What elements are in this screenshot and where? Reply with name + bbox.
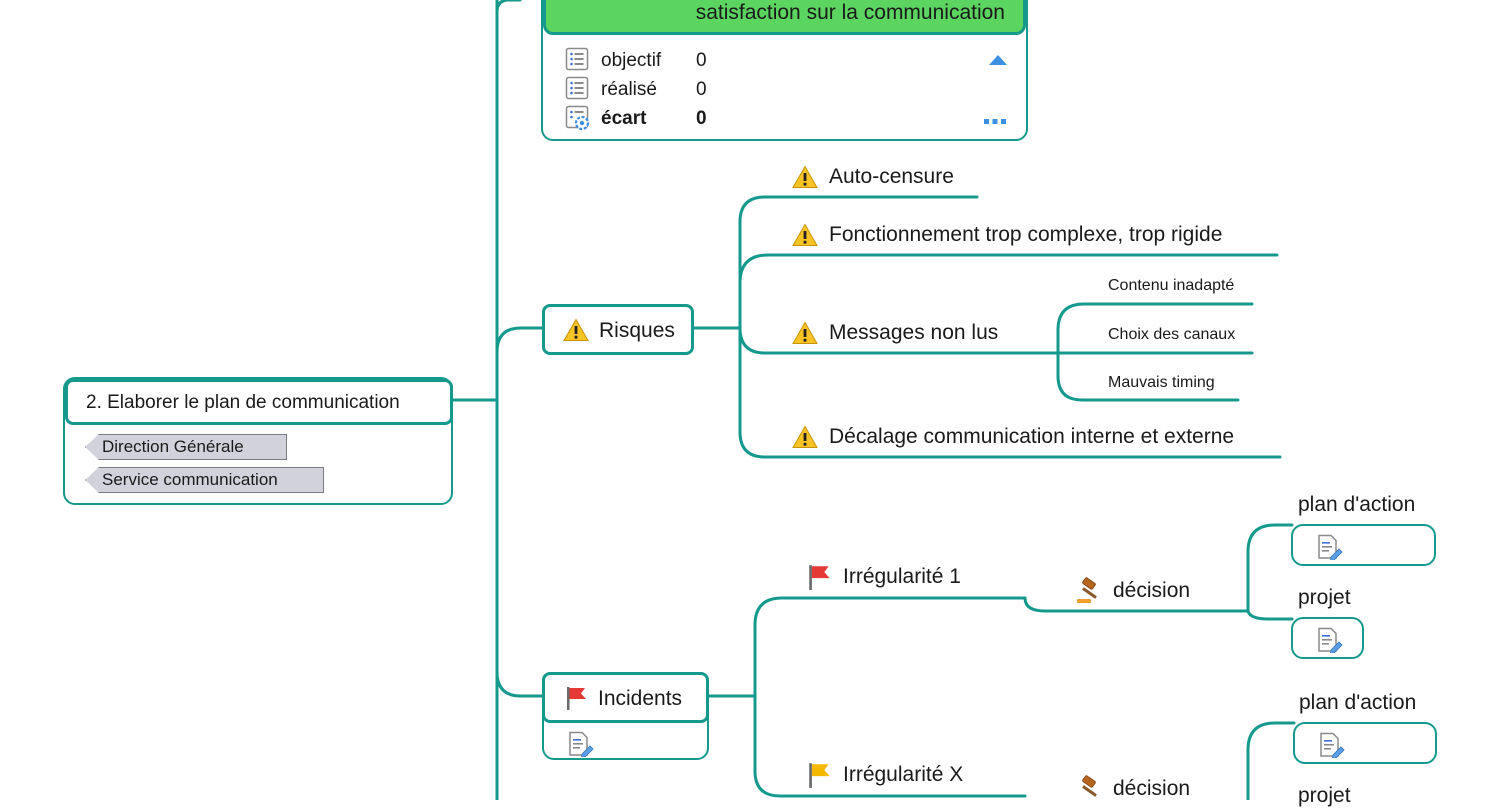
metric-value-realise: 0 <box>696 79 707 100</box>
outcome-1-plan-label: plan d'action <box>1298 493 1416 516</box>
outcome-x-plan-label: plan d'action <box>1299 691 1417 714</box>
satisfaction-header[interactable]: satisfaction sur la communication <box>543 0 1026 35</box>
metric-label-ecart: écart <box>601 108 647 129</box>
outcome-1-plan-card[interactable] <box>1291 524 1436 566</box>
central-panel[interactable]: 2. Elaborer le plan de communication Dir… <box>63 377 453 505</box>
satisfaction-title: satisfaction sur la communication <box>695 1 1005 24</box>
list-icon <box>565 47 589 71</box>
incident-item-irregularite-x[interactable]: Irrégularité X <box>843 763 964 786</box>
outcome-1-projet-card[interactable] <box>1291 617 1364 659</box>
risques-topic[interactable]: Risques <box>542 304 694 355</box>
central-title: 2. Elaborer le plan de communication <box>86 392 400 413</box>
metric-value-objectif: 0 <box>696 50 707 71</box>
warning-icon <box>792 165 818 188</box>
incident-item-irregularite-1[interactable]: Irrégularité 1 <box>843 565 961 588</box>
note-icon <box>569 731 594 757</box>
outcome-x-plan-card[interactable] <box>1293 722 1437 764</box>
sub-item-choix-des-canaux[interactable]: Choix des canaux <box>1108 326 1236 343</box>
incidents-topic[interactable]: Incidents <box>542 672 709 723</box>
metric-label-realise: réalisé <box>601 79 657 100</box>
risk-item-auto-censure[interactable]: Auto-censure <box>829 165 954 188</box>
gavel-icon <box>1077 577 1097 603</box>
outcome-1-projet-label: projet <box>1298 586 1351 609</box>
risk-item-decalage[interactable]: Décalage communication interne et extern… <box>829 425 1235 448</box>
gavel-icon <box>1082 775 1097 797</box>
decision-1-label[interactable]: décision <box>1113 579 1191 602</box>
risk-item-messages-non-lus[interactable]: Messages non lus <box>829 321 999 344</box>
warning-icon <box>792 425 818 448</box>
sub-item-contenu-inadapte[interactable]: Contenu inadapté <box>1108 277 1235 294</box>
triangle-up-icon[interactable] <box>988 54 1008 66</box>
note-icon <box>1320 732 1345 758</box>
warning-icon <box>792 223 818 246</box>
note-icon <box>1318 534 1343 560</box>
red-flag-icon <box>809 565 830 590</box>
red-flag-icon <box>567 687 586 710</box>
metric-label-objectif: objectif <box>601 50 662 71</box>
satisfaction-panel[interactable]: satisfaction sur la communication object… <box>541 0 1028 141</box>
risques-label: Risques <box>599 319 675 342</box>
list-icon <box>565 76 589 100</box>
decision-x-label[interactable]: décision <box>1113 777 1191 800</box>
more-icon[interactable] <box>983 118 1007 126</box>
incidents-label: Incidents <box>598 687 683 710</box>
warning-icon <box>792 321 818 344</box>
metric-value-ecart: 0 <box>696 108 707 129</box>
central-topic[interactable]: 2. Elaborer le plan de communication <box>65 379 453 425</box>
sub-item-mauvais-timing[interactable]: Mauvais timing <box>1108 374 1215 391</box>
outcome-x-projet-label: projet <box>1298 784 1351 807</box>
tag-service-communication[interactable]: Service communication <box>85 467 324 493</box>
warning-icon <box>563 318 589 341</box>
risk-item-fonctionnement[interactable]: Fonctionnement trop complexe, trop rigid… <box>829 223 1223 246</box>
note-icon <box>1318 627 1343 653</box>
tag-direction-generale[interactable]: Direction Générale <box>85 434 287 460</box>
yellow-flag-icon <box>809 763 830 788</box>
settings-icon <box>565 105 590 131</box>
